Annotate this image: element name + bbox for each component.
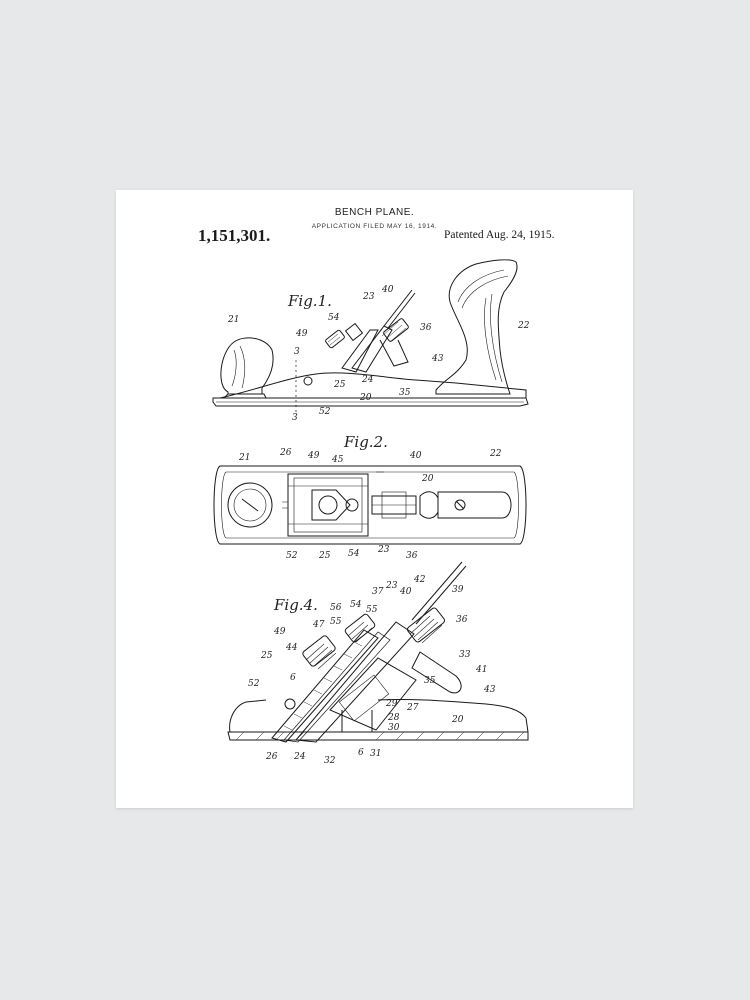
- ref-49: 49: [273, 627, 286, 637]
- ref-55-upper: 55: [366, 605, 378, 615]
- fig4-drawing: [227, 561, 529, 743]
- ref-49: 49: [295, 329, 308, 339]
- ref-22: 22: [517, 321, 530, 331]
- ref-36: 36: [406, 551, 418, 561]
- ref-23: 23: [377, 545, 390, 555]
- ref-26: 26: [279, 448, 292, 458]
- fig1-labels: Fig.1. 21 49 54 23 40 36 43 22 25 24 35 …: [227, 285, 530, 423]
- patented-date: Patented Aug. 24, 1915.: [444, 229, 555, 241]
- ref-35: 35: [424, 676, 436, 686]
- fig1-drawing: [212, 259, 529, 412]
- ref-44: 44: [285, 643, 298, 653]
- ref-28: 28: [387, 713, 400, 723]
- ref-25: 25: [333, 380, 346, 390]
- ref-23: 23: [385, 581, 398, 591]
- ref-30: 30: [388, 723, 400, 733]
- fig2-drawing: [213, 465, 527, 545]
- fig2-labels: Fig.2. 21 26 49 45 40 20 22 52 25 54 23 …: [238, 433, 502, 561]
- ref-27: 27: [406, 703, 419, 713]
- ref-25: 25: [318, 551, 331, 561]
- fig4-labels: Fig.4. 37 23 42 39 40 54 55 56 47 55 36 …: [248, 575, 496, 766]
- ref-40: 40: [399, 587, 412, 597]
- fig4-label: Fig.4.: [273, 596, 318, 614]
- ref-3-top: 3: [294, 347, 300, 357]
- ref-21: 21: [227, 315, 239, 325]
- ref-52: 52: [248, 679, 260, 689]
- ref-35: 35: [399, 388, 411, 398]
- ref-25: 25: [260, 651, 273, 661]
- ref-20: 20: [451, 715, 464, 725]
- ref-37: 37: [372, 587, 384, 597]
- ref-45: 45: [331, 455, 344, 465]
- ref-32: 32: [324, 756, 336, 766]
- patent-drawing: Fig.1. 21 49 54 23 40 36 43 22 25 24 35 …: [212, 259, 530, 766]
- ref-24: 24: [293, 752, 306, 762]
- ref-20: 20: [421, 474, 434, 484]
- ref-22: 22: [489, 449, 502, 459]
- ref-3-bottom: 3: [292, 413, 298, 423]
- ref-47: 47: [312, 620, 325, 630]
- ref-36: 36: [456, 615, 468, 625]
- ref-6-upper: 6: [290, 673, 296, 683]
- ref-23: 23: [362, 292, 375, 302]
- poster-print: BENCH PLANE. APPLICATION FILED MAY 16, 1…: [116, 190, 633, 808]
- ref-40: 40: [381, 285, 394, 295]
- ref-40: 40: [409, 451, 422, 461]
- ref-56: 56: [330, 603, 342, 613]
- ref-52: 52: [286, 551, 298, 561]
- fig1-label: Fig.1.: [287, 292, 332, 310]
- ref-43: 43: [483, 685, 496, 695]
- ref-33: 33: [459, 650, 471, 660]
- ref-39: 39: [452, 585, 464, 595]
- ref-54: 54: [348, 549, 360, 559]
- ref-42: 42: [413, 575, 426, 585]
- ref-54: 54: [328, 313, 340, 323]
- ref-52: 52: [319, 407, 331, 417]
- ref-36: 36: [420, 323, 432, 333]
- ref-26: 26: [265, 752, 278, 762]
- ref-54: 54: [350, 600, 362, 610]
- fig2-label: Fig.2.: [343, 433, 388, 451]
- ref-31: 31: [370, 749, 381, 759]
- ref-21: 21: [238, 453, 250, 463]
- patent-title: BENCH PLANE.: [334, 207, 415, 218]
- ref-55-lower: 55: [330, 617, 342, 627]
- ref-49: 49: [307, 451, 320, 461]
- ref-24: 24: [361, 375, 374, 385]
- ref-41: 41: [475, 665, 487, 675]
- patent-number: 1,151,301.: [198, 226, 271, 245]
- ref-43: 43: [431, 354, 444, 364]
- ref-20: 20: [359, 393, 372, 403]
- ref-6-lower: 6: [358, 748, 364, 758]
- ref-29: 29: [385, 699, 398, 709]
- application-filed-text: APPLICATION FILED MAY 16, 1914.: [311, 223, 438, 230]
